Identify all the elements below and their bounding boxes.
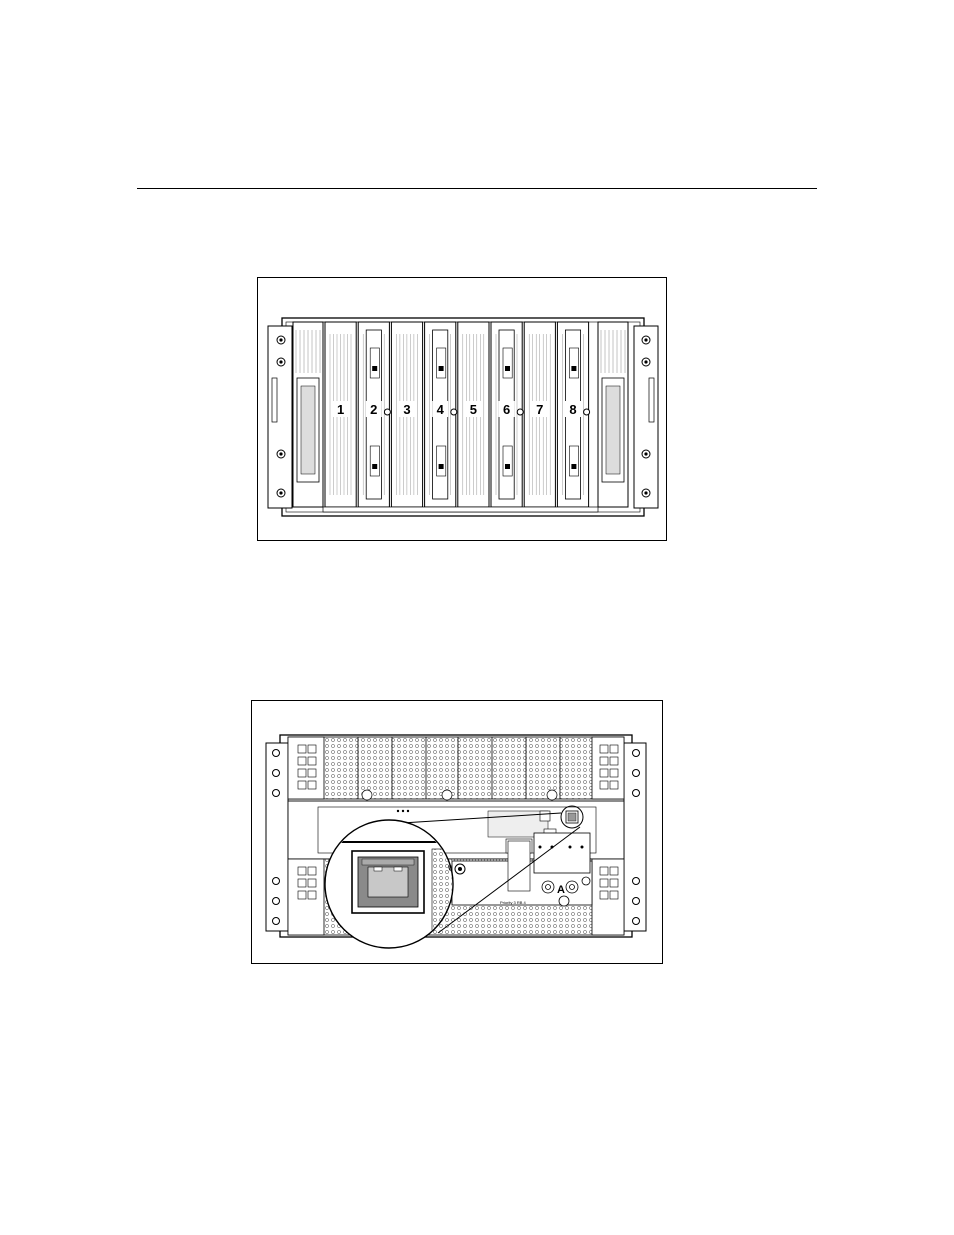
blade-bay: 1: [325, 322, 356, 507]
fan-array-top: [288, 737, 624, 800]
enclosure-front-drawing: 1 2 3 4 5 6 7 8: [258, 278, 665, 539]
bay-number: 3: [403, 402, 410, 417]
left-power-supply: [293, 322, 323, 507]
port-letter: A: [557, 884, 565, 896]
blade-bay: 8: [557, 322, 589, 507]
bay-number: 2: [370, 402, 377, 417]
enclosure-front-figure: 1 2 3 4 5 6 7 8: [257, 277, 667, 541]
header-rule: [137, 188, 817, 189]
bay-number: 4: [437, 402, 445, 417]
bay-number: 7: [536, 402, 543, 417]
blade-bay: 3: [391, 322, 422, 507]
blade-bay: 6: [491, 322, 523, 507]
small-label: Priority 3 RB 4: [500, 900, 527, 905]
enclosure-rear-figure: A Priority 3 RB 4: [251, 700, 663, 964]
bay-number: 8: [569, 402, 576, 417]
right-power-supply: [598, 322, 628, 507]
blade-bay: 2: [358, 322, 390, 507]
blade-bay: 7: [524, 322, 555, 507]
blade-bay: 4: [425, 322, 457, 507]
enclosure-rear-drawing: A Priority 3 RB 4: [252, 701, 661, 962]
blade-bay: 5: [458, 322, 489, 507]
bay-number: 1: [337, 402, 344, 417]
bay-number: 6: [503, 402, 510, 417]
bay-number: 5: [470, 402, 477, 417]
